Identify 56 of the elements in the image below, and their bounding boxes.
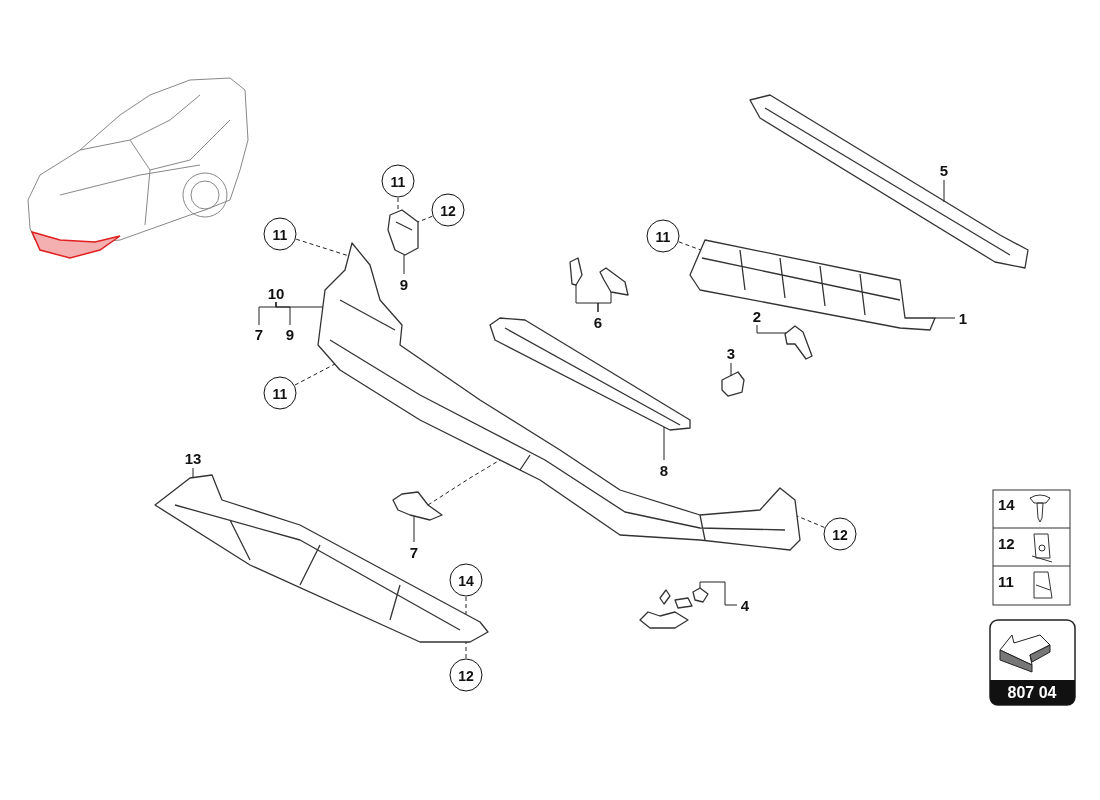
beam-part (489, 317, 691, 431)
reinforcement-rail (749, 94, 1029, 269)
leader-line (597, 291, 612, 313)
part-number: 11 (998, 574, 1014, 589)
small-parts-set (639, 587, 709, 629)
callout-circle: 11 (263, 217, 297, 251)
mounting-bracket (387, 209, 419, 256)
part-number: 12 (998, 536, 1015, 551)
cover-cap (392, 491, 443, 521)
callout-number: 6 (593, 314, 603, 330)
callout-circle: 11 (263, 376, 297, 410)
clip-part (569, 257, 583, 286)
leader-line (756, 324, 787, 334)
leader-line (465, 641, 467, 659)
leader-line (417, 215, 433, 223)
leader-line (934, 317, 956, 319)
leader-line (427, 459, 501, 506)
callout-number: 7 (254, 326, 264, 342)
leader-line (403, 254, 405, 275)
callout-number: 9 (285, 326, 295, 342)
leader-line (397, 197, 399, 212)
leader-line (730, 362, 732, 377)
leader-line (294, 363, 336, 386)
callout-number: 1 (958, 310, 968, 326)
callout-number: 8 (659, 462, 669, 478)
leader-line (699, 581, 738, 606)
callout-circle: 12 (449, 658, 483, 692)
callout-number: 13 (184, 450, 202, 466)
callout-circle: 14 (449, 563, 483, 597)
leader-line (678, 241, 702, 251)
callout-circle: 11 (646, 219, 680, 253)
leader-line (295, 238, 350, 257)
leader-line (275, 301, 324, 308)
leader-line (796, 515, 825, 528)
callout-circle: 12 (823, 517, 857, 551)
callout-number: 4 (740, 597, 750, 613)
diagram-number: 807 04 (1007, 685, 1057, 701)
part-number: 14 (998, 497, 1015, 512)
callout-circle: 12 (431, 193, 465, 227)
bracket-part (784, 325, 813, 360)
callout-number: 7 (409, 544, 419, 560)
leader-line (663, 426, 665, 461)
callout-number: 5 (939, 162, 949, 178)
callout-number: 3 (726, 345, 736, 361)
leader-line (465, 596, 467, 615)
energy-absorber (689, 239, 936, 331)
underbody-panel (154, 474, 489, 643)
callout-number: 9 (399, 276, 409, 292)
clip-part (599, 267, 629, 296)
leader-line (943, 179, 945, 203)
cover-cap (721, 371, 745, 397)
leader-line (192, 467, 194, 479)
callout-number: 2 (752, 308, 762, 324)
callout-number: 10 (267, 285, 285, 301)
leader-line (413, 515, 415, 543)
callout-circle: 11 (381, 164, 415, 198)
